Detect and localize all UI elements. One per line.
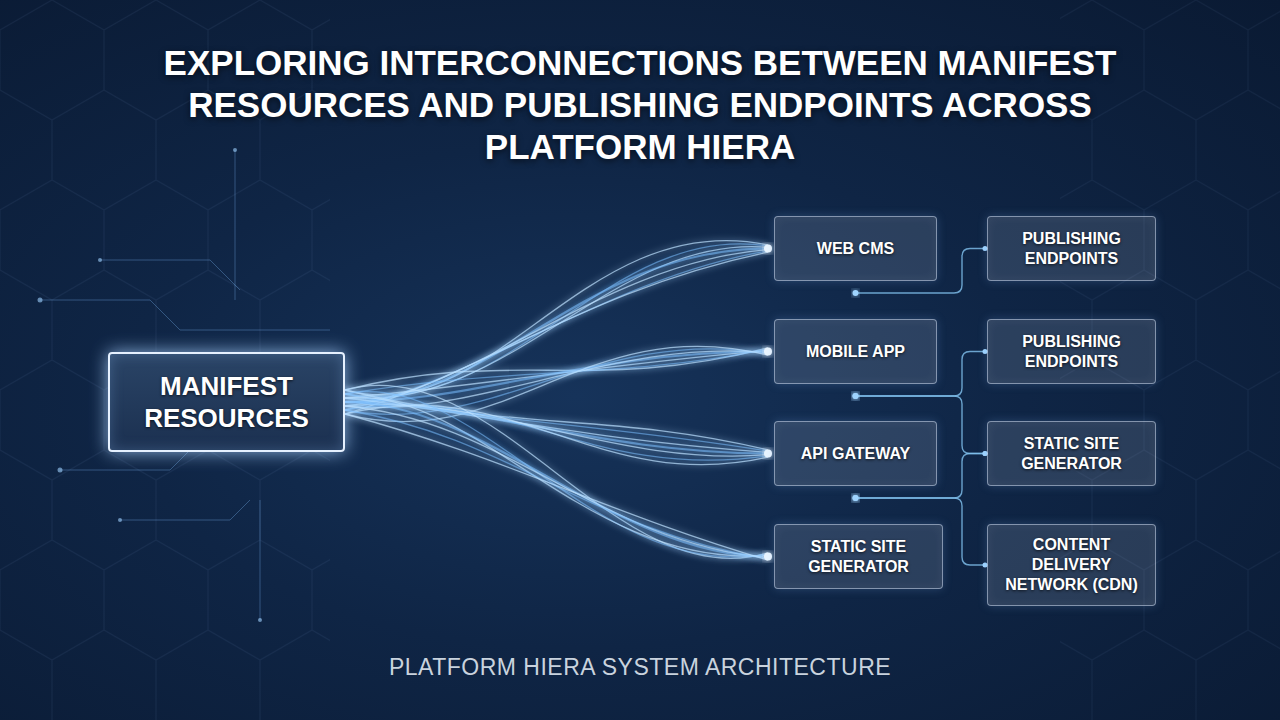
- connector: [345, 346, 772, 421]
- flow-strand: [345, 346, 768, 421]
- endpoint-box: PUBLISHING ENDPOINTS: [987, 216, 1156, 281]
- node-label: STATIC SITE GENERATOR: [775, 531, 942, 583]
- flow-strand: [345, 385, 768, 558]
- node-label: MOBILE APP: [798, 336, 913, 368]
- connector-dot: [853, 393, 859, 399]
- diagram-caption: PLATFORM HIERA SYSTEM ARCHITECTURE: [0, 654, 1280, 681]
- connector-dot: [853, 495, 859, 501]
- flow-strand: [345, 252, 768, 414]
- flow-strand: [345, 251, 768, 410]
- source-box: MANIFEST RESOURCES: [108, 352, 345, 452]
- flow-strand: [345, 250, 768, 406]
- connector-dot: [764, 450, 772, 458]
- node-label: WEB CMS: [809, 233, 902, 265]
- endpoint-box: STATIC SITE GENERATOR: [774, 524, 943, 589]
- flow-strand: [345, 394, 768, 451]
- node-label: MANIFEST RESOURCES: [110, 364, 343, 440]
- node-label: PUBLISHING ENDPOINTS: [988, 223, 1155, 275]
- flow-strand: [345, 402, 768, 454]
- diagram-title: EXPLORING INTERCONNECTIONS BETWEEN MANIF…: [120, 42, 1160, 168]
- flow-strand: [345, 392, 768, 557]
- flow-strand: [345, 406, 768, 558]
- connector: [345, 385, 772, 560]
- node-label: STATIC SITE GENERATOR: [988, 428, 1155, 480]
- endpoint-box: PUBLISHING ENDPOINTS: [987, 319, 1156, 384]
- flow-strand: [345, 390, 768, 450]
- endpoint-box: API GATEWAY: [774, 421, 937, 486]
- endpoint-box: CONTENT DELIVERY NETWORK (CDN): [987, 524, 1156, 606]
- connector-dot: [764, 553, 772, 561]
- flow-strand: [345, 402, 768, 557]
- flow-strand: [345, 405, 768, 464]
- endpoint-box: STATIC SITE GENERATOR: [987, 421, 1156, 486]
- connector-dot: [764, 348, 772, 356]
- connector-dot: [764, 245, 772, 253]
- node-label: API GATEWAY: [793, 438, 918, 470]
- connector: [345, 390, 772, 465]
- connector-dot: [853, 290, 859, 296]
- endpoint-box: WEB CMS: [774, 216, 937, 281]
- flow-strand: [345, 397, 768, 556]
- flow-strand: [345, 414, 768, 560]
- node-label: PUBLISHING ENDPOINTS: [988, 326, 1155, 378]
- connector-dot: [853, 393, 859, 399]
- node-label: CONTENT DELIVERY NETWORK (CDN): [988, 529, 1155, 601]
- endpoint-box: MOBILE APP: [774, 319, 937, 384]
- connector-dot: [853, 495, 859, 501]
